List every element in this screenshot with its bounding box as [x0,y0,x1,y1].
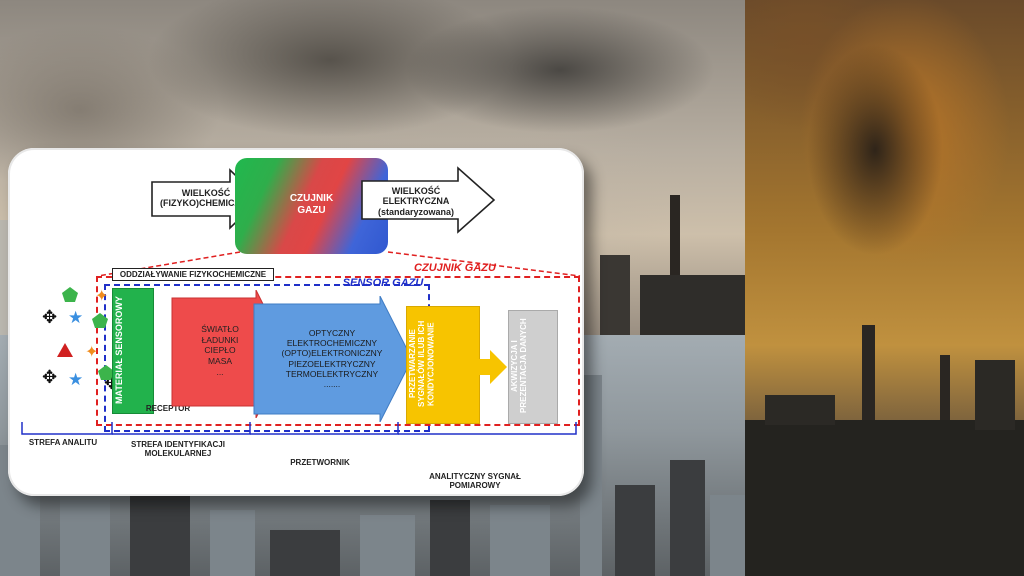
molecule-green-pentagon [62,287,78,302]
molecule-green-pentagon-3 [98,365,114,380]
sensor-material-block [112,288,154,414]
sensor-material-label: MATERIAŁ SENSOROWY [114,296,124,404]
output-quantity-label: WIELKOŚĆ ELEKTRYCZNA (standaryzowana) [377,186,455,217]
receptor-label: RECEPTOR [145,404,191,413]
signal-zone-label: ANALITYCZNY SYGNAŁ POMIAROWY [429,472,521,491]
transducer-types-text: OPTYCZNY ELEKTROCHEMICZNY (OPTO)ELEKTRON… [281,328,383,389]
transducer-zone-label: PRZETWORNIK [290,458,350,467]
identification-zone-label: STREFA IDENTYFIKACJI MOLEKULARNEJ [131,440,225,459]
signal-processing-label: PRZETWARZANIE SYGNAŁÓW I/LUB ICH KONDYCJ… [408,320,436,408]
output-arrow [361,166,496,234]
signal-forms-text: ŚWIATŁO ŁADUNKI CIEPŁO MASA ... [201,324,239,377]
chimney-smoke-photo [745,0,1024,576]
data-acquisition-label: AKWIZYCJA I PREZENTACJA DANYCH [510,318,529,414]
molecule-orange-star-2: ✦ [85,342,98,361]
molecule-orange-star: ✦ [95,286,108,305]
molecule-black-cross-3: ✥ [42,367,57,388]
molecule-green-pentagon-2 [92,313,108,328]
transducer-types-arrow [253,296,413,422]
interaction-label: ODDZIAŁYWANIE FIZYKOCHEMICZNE [112,268,274,282]
data-acquisition-block [508,310,558,424]
sensor-box-label: CZUJNIK GAZU [289,193,334,216]
sensor-frame-title: SENSOR GAZU [342,277,424,289]
gas-sensor-frame [96,276,580,426]
signal-processing-block [406,306,480,424]
processing-to-acquisition-arrow [474,350,507,384]
molecule-blue-star: ★ [68,308,83,328]
molecule-black-cross: ✥ [42,307,57,328]
zone-brackets [21,422,577,435]
input-quantity-label: WIELKOŚĆ (FIZYKO)CHEMICZNA [160,188,253,209]
molecule-red-triangle-2 [57,343,73,357]
molecule-blue-star-3: ★ [68,370,83,390]
gas-sensor-frame-title: CZUJNIK GAZU [414,262,496,274]
analyte-zone-label: STREFA ANALITU [28,438,98,447]
